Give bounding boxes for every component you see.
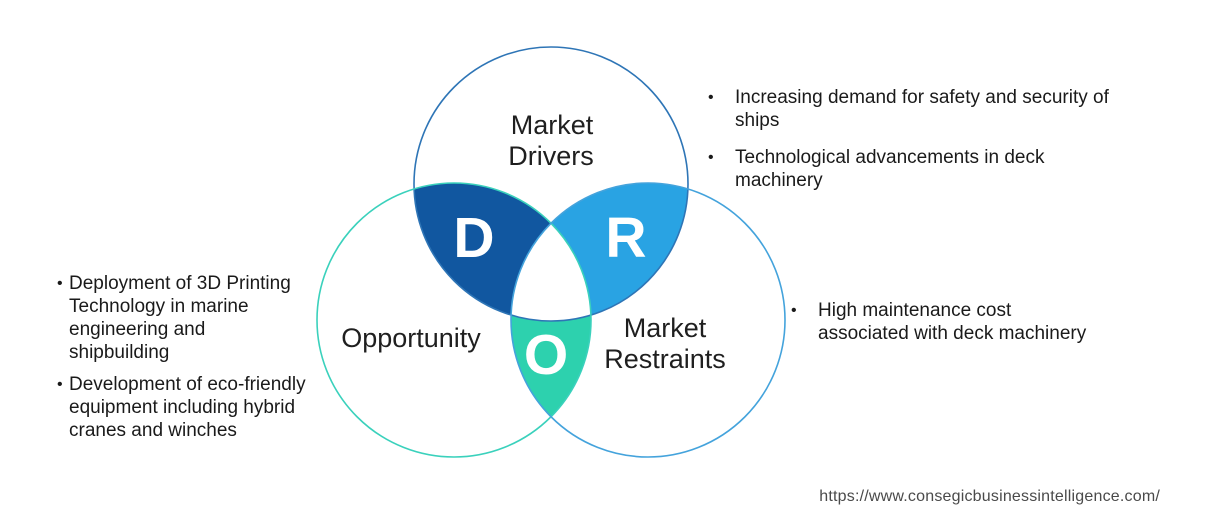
drivers-bullet-list: Increasing demand for safety and securit… [708, 86, 1125, 192]
drivers-label-line2: Drivers [508, 141, 594, 171]
opportunity-bullet-list: Deployment of 3D Printing Technology in … [57, 272, 308, 442]
bullet-text: Development of eco-friendly equipment in… [69, 374, 306, 441]
drivers-label-line1: Market [511, 110, 594, 140]
bullet-item: Development of eco-friendly equipment in… [57, 373, 308, 442]
drivers-circle-outline [413, 46, 689, 322]
opportunity-label: Opportunity [341, 323, 481, 353]
restraints-circle-outline [510, 182, 786, 458]
restraints-label-line2: Restraints [604, 344, 726, 374]
bullet-item: Increasing demand for safety and securit… [708, 86, 1125, 132]
source-url: https://www.consegicbusinessintelligence… [819, 488, 1160, 505]
restraints-bullet-list: High maintenance cost associated with de… [791, 299, 1091, 345]
bullet-text: Technological advancements in deck machi… [735, 147, 1045, 191]
bullet-item: Technological advancements in deck machi… [708, 146, 1125, 192]
drivers-letter: D [453, 206, 494, 270]
bullet-text: High maintenance cost associated with de… [818, 300, 1087, 344]
bullet-item: Deployment of 3D Printing Technology in … [57, 272, 308, 364]
opportunity-circle-outline [316, 182, 592, 458]
restraints-letter: R [605, 206, 646, 270]
restraints-label-line1: Market [624, 313, 707, 343]
bullet-text: Deployment of 3D Printing Technology in … [69, 273, 291, 363]
bullet-text: Increasing demand for safety and securit… [735, 87, 1109, 131]
bullet-item: High maintenance cost associated with de… [791, 299, 1091, 345]
opportunity-letter: O [524, 323, 568, 387]
